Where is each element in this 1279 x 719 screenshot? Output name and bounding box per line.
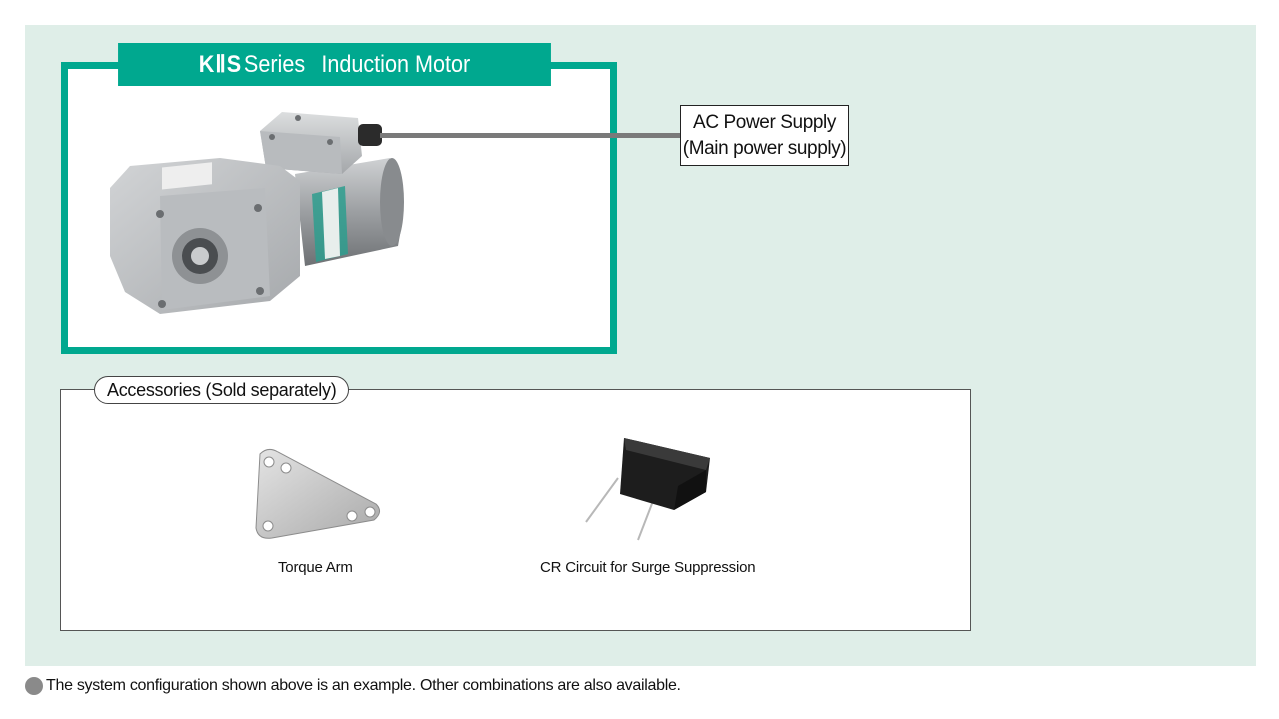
power-supply-line1: AC Power Supply — [693, 111, 836, 133]
power-supply-line2: (Main power supply) — [682, 137, 847, 159]
power-cable — [380, 133, 681, 138]
accessories-frame — [60, 389, 971, 631]
footnote-text: The system configuration shown above is … — [46, 677, 681, 694]
cr-circuit-label: CR Circuit for Surge Suppression — [540, 559, 756, 576]
cr-circuit-image — [585, 438, 710, 541]
accessories-label: Accessories (Sold separately) — [94, 376, 350, 404]
motor-title-banner: KⅡS Series Induction Motor — [118, 43, 551, 86]
gear-motor-image — [110, 112, 404, 314]
footnote: The system configuration shown above is … — [25, 676, 681, 696]
torque-arm-image — [255, 448, 380, 539]
series-word: Series — [243, 50, 306, 78]
motor-type: Induction Motor — [321, 50, 471, 78]
ac-power-supply-box: AC Power Supply (Main power supply) — [680, 105, 849, 166]
bullet-icon — [25, 677, 43, 695]
series-name: KⅡS — [198, 51, 243, 78]
torque-arm-label: Torque Arm — [278, 559, 353, 576]
